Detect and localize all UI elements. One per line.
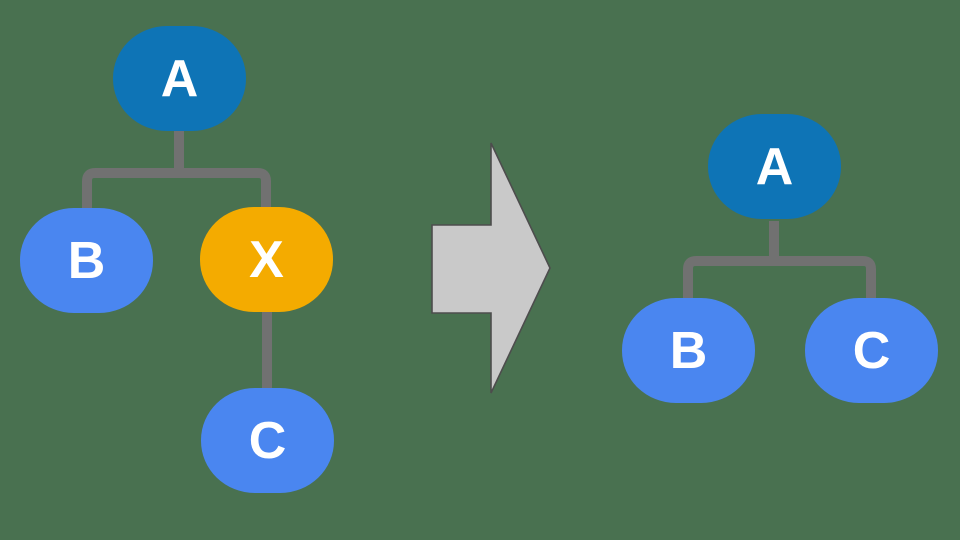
edge-after-branch-b-c: [683, 256, 876, 302]
before-tree-edges: [82, 129, 272, 392]
node-after-a: A: [708, 114, 841, 219]
node-before-x: X: [200, 207, 333, 312]
after-tree-edges: [683, 221, 876, 302]
transform-arrow-icon: [431, 142, 551, 394]
node-after-c: C: [805, 298, 938, 403]
edge-before-branch-b-x: [82, 168, 271, 212]
node-before-c: C: [201, 388, 334, 493]
node-after-b: B: [622, 298, 755, 403]
node-before-a: A: [113, 26, 246, 131]
node-before-b: B: [20, 208, 153, 313]
